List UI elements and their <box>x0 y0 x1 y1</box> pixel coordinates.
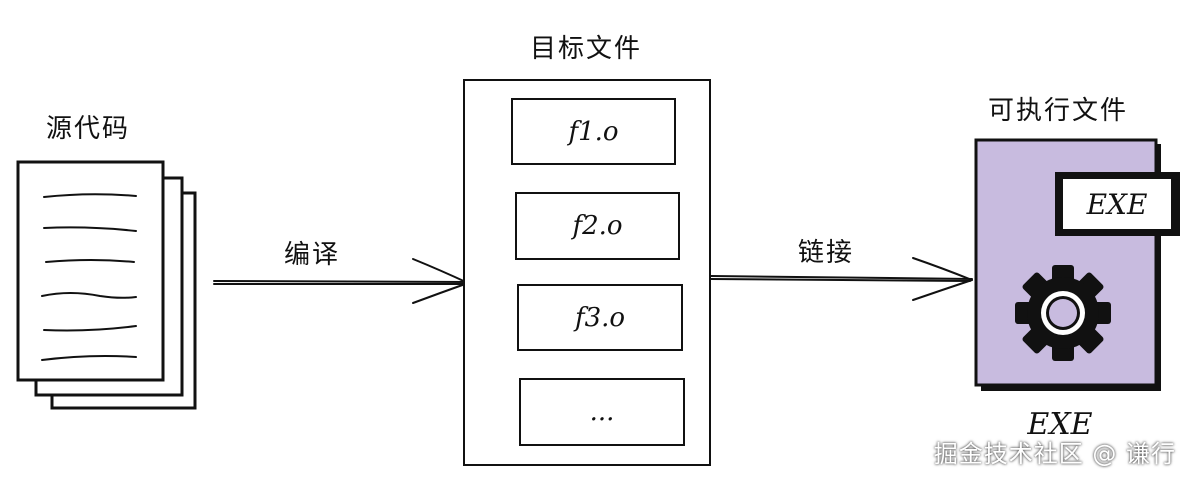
source-code-lines <box>41 193 137 361</box>
object-file-box-1 <box>511 98 676 165</box>
object-file-label-3: f3.o <box>574 302 626 333</box>
link-label: 链接 <box>798 238 855 268</box>
link-arrow <box>710 257 973 301</box>
compile-arrow <box>213 258 469 304</box>
object-file-label-2: f2.o <box>572 211 623 241</box>
executable-title: 可执行文件 <box>988 96 1129 126</box>
object-file-box-3 <box>517 284 683 351</box>
object-file-box-4 <box>519 378 685 446</box>
executable-badge-label: EXE <box>1086 187 1148 221</box>
object-files-title: 目标文件 <box>530 34 643 64</box>
executable-badge-box <box>1061 177 1173 231</box>
gear-icon <box>1015 265 1111 361</box>
compile-label: 编译 <box>284 240 341 270</box>
object-file-boxes <box>511 98 685 446</box>
executable-caption: EXE <box>1027 406 1093 442</box>
source-code-stack <box>16 160 197 410</box>
source-code-label: 源代码 <box>46 114 131 144</box>
source-page-front <box>16 160 165 382</box>
object-file-box-2 <box>515 192 680 260</box>
object-file-label-4: ... <box>589 397 615 427</box>
watermark: 掘金技术社区 @ 谦行 <box>933 440 1176 468</box>
executable-file <box>974 138 1180 391</box>
object-file-label-1: f1.o <box>568 116 619 147</box>
